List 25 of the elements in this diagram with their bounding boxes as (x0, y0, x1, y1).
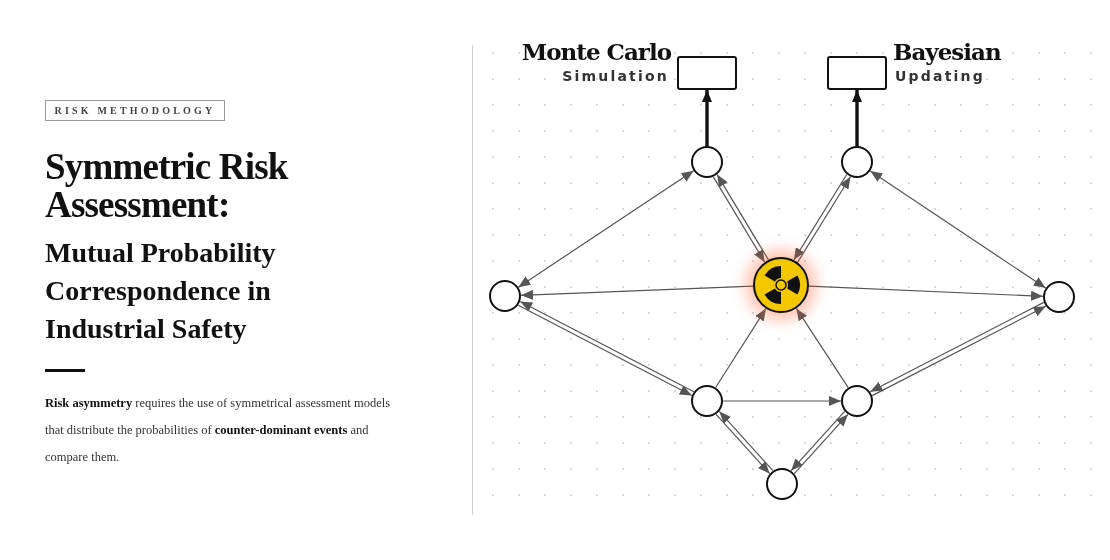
box-heading: Monte Carlo (521, 39, 671, 65)
circle-node (489, 280, 521, 312)
circle-node (766, 468, 798, 500)
arrow (869, 170, 1047, 289)
box-subheading: Simulation (562, 68, 669, 84)
page-title: Symmetric Risk Assessment: (45, 148, 290, 224)
circle-node (691, 385, 723, 417)
arrow (715, 308, 767, 389)
category-tag: RISK METHODOLOGY (45, 100, 225, 121)
hazard-node (753, 257, 809, 313)
circle-node (841, 146, 873, 178)
body-paragraph: Risk asymmetry requires the use of symmetrical assessment models that distribute the probabilities of counter-dominant events and compare them. (45, 395, 392, 466)
arrow (702, 90, 712, 146)
arrow (795, 307, 849, 389)
arrow (517, 170, 695, 288)
page-subtitle: Mutual Probability Correspondence in Industrial Safety (45, 236, 277, 346)
circle-node (841, 385, 873, 417)
circle-node (1043, 281, 1075, 313)
box-heading: Bayesian (893, 39, 1001, 65)
arrow (852, 90, 862, 146)
arrow (722, 396, 842, 406)
box-subheading: Updating (895, 68, 985, 84)
arrow (808, 285, 1044, 301)
circle-node (691, 146, 723, 178)
arrow (520, 285, 754, 300)
